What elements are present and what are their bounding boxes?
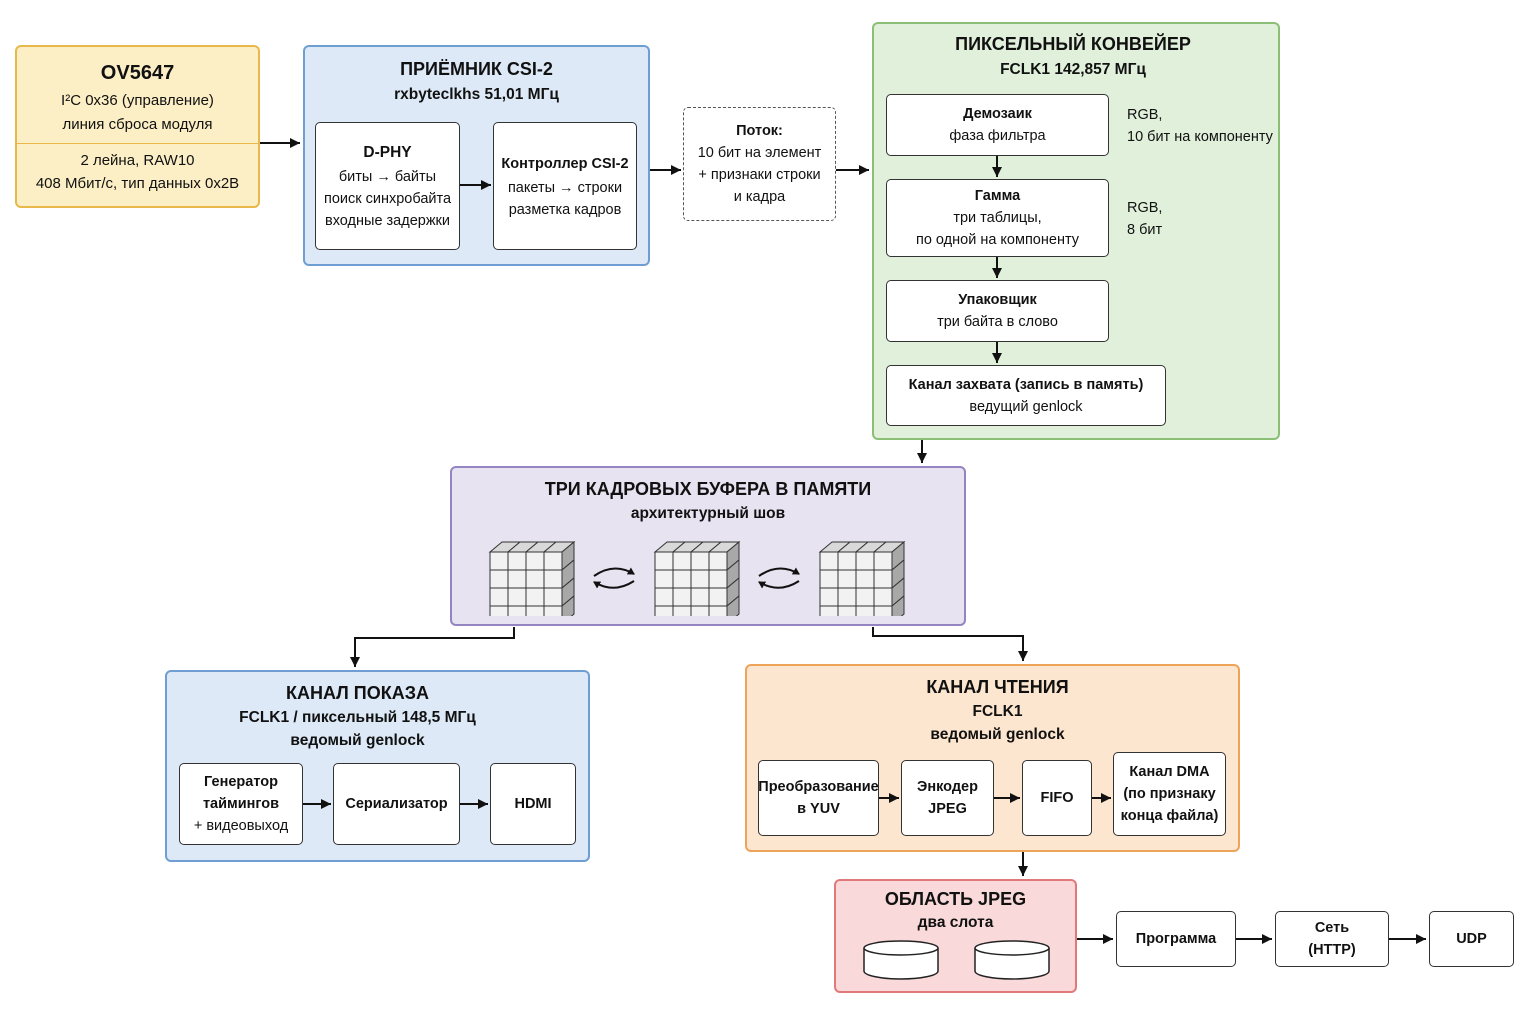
fifo-label: FIFO: [1040, 790, 1074, 806]
arrow-buffers-to-read: [872, 627, 1028, 661]
gamma-block: Гамма три таблицы, по одной на компонент…: [886, 179, 1109, 257]
demosaic-note-line-1: RGB,: [1127, 107, 1163, 123]
demosaic-block: Демозаик фаза фильтра: [886, 94, 1109, 156]
buffers-title: ТРИ КАДРОВЫХ БУФЕРА В ПАМЯТИ: [544, 479, 872, 499]
display-genlock: ведомый genlock: [290, 732, 425, 749]
stream-line-2: + признаки строки: [698, 167, 821, 183]
gamma-format-note: RGB, 8 бит: [1127, 197, 1162, 241]
dma-channel-block: Канал DMA (по признаку конца файла): [1113, 752, 1226, 836]
network-block: Сеть (HTTP): [1275, 911, 1389, 967]
software-label: Программа: [1135, 931, 1217, 947]
udp-block: UDP: [1429, 911, 1514, 967]
dphy-line-2: поиск синхробайта: [323, 191, 452, 207]
packer-line-1: три байта в слово: [937, 314, 1058, 330]
controller-title: Контроллер CSI-2: [501, 156, 629, 172]
receiver-clock: rxbyteclkhs 51,01 МГц: [394, 86, 559, 103]
udp-label: UDP: [1456, 931, 1487, 947]
demosaic-format-note: RGB, 10 бит на компоненту: [1127, 104, 1273, 148]
timing-line-2: таймингов: [202, 796, 280, 812]
sensor-line-2: линия сброса модуля: [62, 116, 213, 133]
gamma-title: Гамма: [974, 188, 1021, 204]
sensor-title: OV5647: [100, 62, 175, 84]
stream-note: Поток: 10 бит на элемент + признаки стро…: [683, 107, 836, 221]
demosaic-note-line-2: 10 бит на компоненту: [1127, 129, 1273, 145]
gamma-note-line-1: RGB,: [1127, 200, 1163, 216]
capture-title: Канал захвата (запись в память): [908, 376, 1144, 393]
dphy-line-3: входные задержки: [325, 213, 450, 229]
capture-block: Канал захвата (запись в память) ведущий …: [886, 365, 1166, 426]
gamma-line-2: по одной на компоненту: [915, 232, 1080, 248]
frame-buffer-2-icon: [653, 540, 741, 616]
controller-line-1: пакеты → строки: [507, 180, 623, 196]
hdmi-label: HDMI: [514, 796, 552, 812]
jpeg-slot-1-icon: [863, 940, 939, 980]
dma-line-1: Канал DMA: [1129, 764, 1210, 780]
demosaic-title: Демозаик: [963, 106, 1032, 122]
arrow-buffers-to-display: [350, 627, 515, 667]
sensor-line-3: 2 лейна, RAW10: [80, 152, 195, 169]
hdmi-block: HDMI: [490, 763, 576, 845]
timing-generator-block: Генератор таймингов + видеовыход: [179, 763, 303, 845]
frame-buffer-1-icon: [488, 540, 576, 616]
gamma-line-1: три таблицы,: [953, 210, 1042, 226]
display-title: КАНАЛ ПОКАЗА: [285, 683, 430, 703]
jpeg-area-subtitle: два слота: [917, 914, 994, 931]
software-block: Программа: [1116, 911, 1236, 967]
dphy-block: D-PHY биты → байты поиск синхробайта вхо…: [315, 122, 460, 250]
jpeg-area-title: ОБЛАСТЬ JPEG: [884, 889, 1027, 909]
read-clock: FCLK1: [972, 703, 1023, 720]
jpeg-encoder-block: Энкодер JPEG: [901, 760, 994, 836]
yuv-converter-block: Преобразование в YUV: [758, 760, 879, 836]
pipeline-title: ПИКСЕЛЬНЫЙ КОНВЕЙЕР: [955, 34, 1191, 54]
pipeline-clock: FCLK1 142,857 МГц: [1000, 61, 1146, 78]
stream-line-3: и кадра: [733, 189, 786, 205]
dma-line-3: конца файла): [1120, 808, 1219, 824]
stream-line-1: 10 бит на элемент: [697, 145, 822, 161]
dphy-line-1: биты → байты: [338, 169, 437, 185]
dma-line-2: (по признаку: [1123, 786, 1216, 802]
csi-controller-block: Контроллер CSI-2 пакеты → строки разметк…: [493, 122, 637, 250]
swap-arrows-icon-2: [758, 567, 800, 589]
packer-block: Упаковщик три байта в слово: [886, 280, 1109, 342]
capture-line-1: ведущий genlock: [969, 398, 1083, 415]
network-line-2: (HTTP): [1308, 942, 1356, 958]
sensor-block: [15, 45, 260, 208]
display-clock: FCLK1 / пиксельный 148,5 МГц: [239, 709, 476, 726]
demosaic-line-1: фаза фильтра: [949, 128, 1046, 144]
jpeg-line-2: JPEG: [928, 801, 967, 817]
jpeg-line-1: Энкодер: [917, 779, 978, 795]
serializer-label: Сериализатор: [345, 796, 448, 812]
timing-line-3: + видеовыход: [193, 818, 289, 834]
packer-title: Упаковщик: [958, 292, 1037, 308]
fifo-block: FIFO: [1022, 760, 1092, 836]
controller-line-2: разметка кадров: [508, 202, 622, 218]
frame-buffer-3-icon: [818, 540, 906, 616]
serializer-block: Сериализатор: [333, 763, 460, 845]
sensor-line-1: I²C 0x36 (управление): [61, 92, 214, 109]
yuv-line-1: Преобразование: [758, 779, 879, 795]
read-title: КАНАЛ ЧТЕНИЯ: [926, 677, 1069, 697]
read-genlock: ведомый genlock: [930, 726, 1065, 743]
dphy-title: D-PHY: [363, 144, 412, 161]
buffers-subtitle: архитектурный шов: [630, 505, 786, 522]
jpeg-slot-2-icon: [974, 940, 1050, 980]
receiver-title: ПРИЁМНИК CSI-2: [400, 59, 553, 79]
sensor-line-4: 408 Мбит/с, тип данных 0x2B: [35, 175, 240, 192]
swap-arrows-icon-1: [593, 567, 635, 589]
network-line-1: Сеть: [1314, 920, 1350, 936]
stream-title: Поток:: [736, 123, 783, 139]
timing-line-1: Генератор: [204, 774, 278, 790]
sensor-divider: [15, 143, 260, 144]
yuv-line-2: в YUV: [797, 801, 840, 817]
gamma-note-line-2: 8 бит: [1127, 222, 1163, 238]
